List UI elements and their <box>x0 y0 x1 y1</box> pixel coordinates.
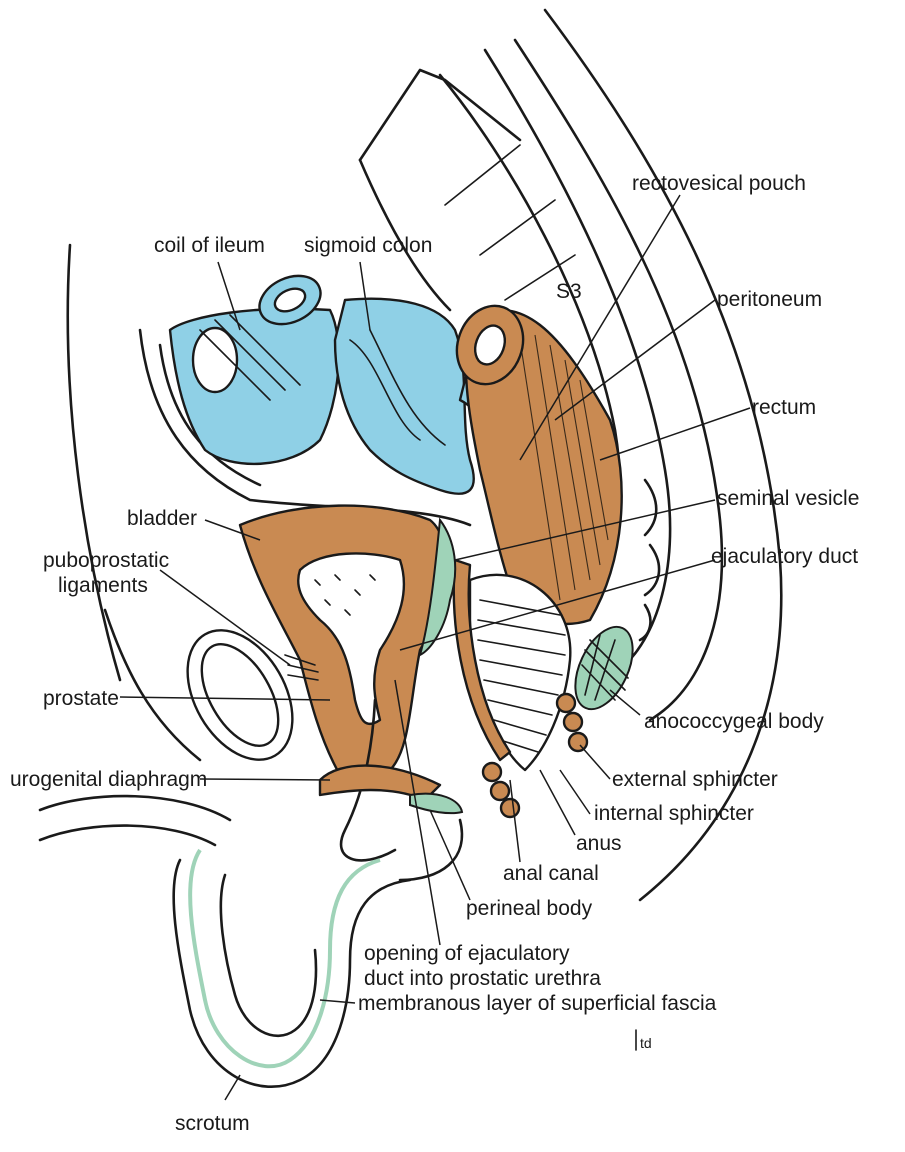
label-urogenital-diaphragm: urogenital diaphragm <box>10 768 207 791</box>
scrotum-inner <box>221 875 316 1036</box>
label-peritoneum: peritoneum <box>717 288 822 311</box>
label-rectovesical-pouch: rectovesical pouch <box>632 172 806 195</box>
penis-outer-top <box>40 796 230 820</box>
anterior-wall-lower <box>105 610 200 760</box>
vertebra-body-top <box>360 70 520 160</box>
leader-internal-sphincter <box>560 770 590 814</box>
label-anococcygeal-body: anococcygeal body <box>644 710 824 733</box>
label-coil-of-ileum: coil of ileum <box>154 234 265 257</box>
label-internal-sphincter: internal sphincter <box>594 802 754 825</box>
rectum <box>446 296 621 623</box>
leader-anococcygeal-body <box>610 690 640 715</box>
vertebra-line-2 <box>480 200 555 255</box>
leader-anal-canal <box>510 780 520 862</box>
label-anus: anus <box>576 832 622 855</box>
label-external-sphincter: external sphincter <box>612 768 778 791</box>
ext-sphincter-ring <box>557 694 575 712</box>
label-bladder: bladder <box>127 507 197 530</box>
perineum-skin <box>400 820 462 880</box>
artist-signature: td <box>640 1035 652 1051</box>
label-perineal-body: perineal body <box>466 897 593 920</box>
leader-anus <box>540 770 575 835</box>
anterior-wall-outer <box>68 245 120 680</box>
ext-sphincter-ring <box>501 799 519 817</box>
label-opening-2: duct into prostatic urethra <box>364 967 601 990</box>
penis-outer-bottom <box>40 826 215 845</box>
label-opening-1: opening of ejaculatory <box>364 942 570 965</box>
label-ejaculatory-duct: ejaculatory duct <box>711 545 858 568</box>
label-puboprostatic-2: ligaments <box>58 574 148 597</box>
label-membranous-layer: membranous layer of superficial fascia <box>358 992 717 1015</box>
label-sigmoid-colon: sigmoid colon <box>304 234 432 257</box>
leader-peritoneum <box>555 300 715 420</box>
leader-urogenital-diaphragm <box>200 779 330 780</box>
ext-sphincter-ring <box>569 733 587 751</box>
vertebra-line-1 <box>445 145 520 205</box>
label-s3: S3 <box>556 280 582 303</box>
ileum-loop-body <box>170 309 339 464</box>
leader-perineal-body <box>430 810 470 900</box>
leader-scrotum <box>225 1075 240 1100</box>
ext-sphincter-ring <box>483 763 501 781</box>
label-prostate: prostate <box>43 687 119 710</box>
leader-external-sphincter <box>580 745 610 779</box>
leader-rectum <box>600 408 750 460</box>
label-puboprostatic-1: puboprostatic <box>43 549 169 572</box>
label-anal-canal: anal canal <box>503 862 599 885</box>
anal-canal-body <box>470 575 570 770</box>
label-scrotum: scrotum <box>175 1112 250 1135</box>
ext-sphincter-ring <box>564 713 582 731</box>
ext-sphincter-ring <box>491 782 509 800</box>
label-seminal-vesicle: seminal vesicle <box>717 487 859 510</box>
label-rectum: rectum <box>752 396 816 419</box>
coil-of-ileum <box>170 267 339 464</box>
